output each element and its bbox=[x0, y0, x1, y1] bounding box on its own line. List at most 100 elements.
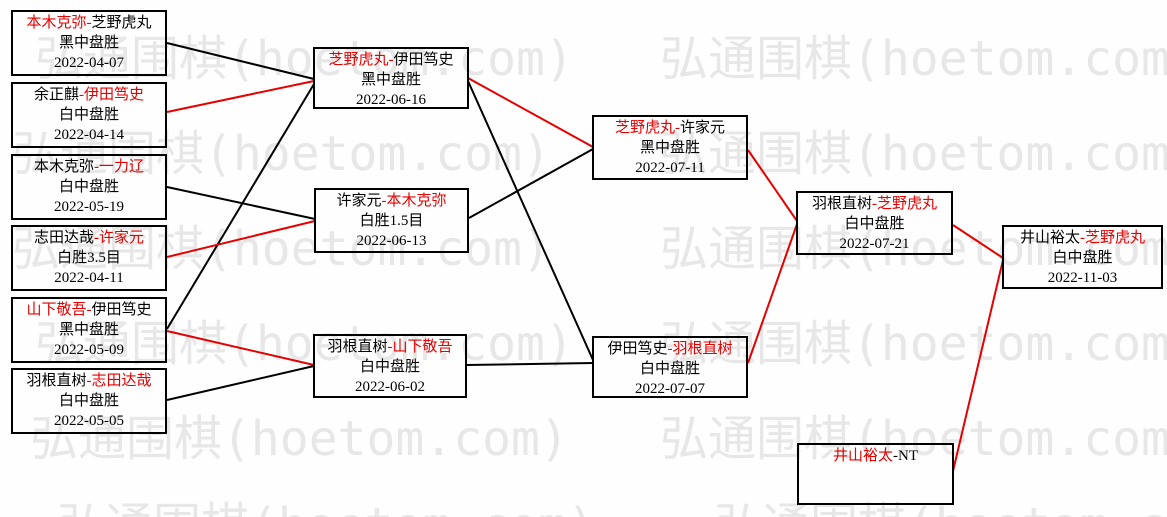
players-separator: - bbox=[388, 52, 394, 68]
match-box: 羽根直树-芝野虎丸 白中盘胜 2022-07-21 bbox=[796, 191, 953, 255]
watermark-text: 弘通围棋(hoetom.com) bbox=[660, 316, 1167, 372]
connector-line bbox=[747, 149, 798, 222]
player2-name: 伊田笃史 bbox=[393, 52, 454, 68]
match-date: 2022-04-11 bbox=[54, 270, 124, 286]
match-result: 黑中盘胜 bbox=[360, 72, 421, 88]
player1-name: 井山裕太 bbox=[1019, 230, 1080, 246]
connector-line bbox=[467, 77, 594, 148]
players-separator: - bbox=[381, 193, 387, 209]
match-date: 2022-07-07 bbox=[635, 381, 705, 397]
connector-line bbox=[466, 362, 594, 366]
player1-name: 羽根直树 bbox=[26, 373, 87, 389]
connector-line bbox=[952, 259, 1004, 472]
player1-name: 伊田笃史 bbox=[607, 341, 668, 357]
player2-name: 芝野虎丸 bbox=[877, 196, 938, 212]
player2-name: 芝野虎丸 bbox=[1085, 230, 1146, 246]
player1-name: 志田达哉 bbox=[33, 230, 94, 246]
match-result: 黑中盘胜 bbox=[58, 35, 119, 51]
match-players: 羽根直树-芝野虎丸 bbox=[798, 194, 951, 214]
match-date: 2022-06-16 bbox=[356, 92, 426, 108]
players-separator: - bbox=[94, 230, 99, 246]
match-players: 羽根直树-志田达哉 bbox=[13, 371, 165, 391]
player2-name: 志田达哉 bbox=[91, 373, 152, 389]
player2-name: NT bbox=[898, 448, 918, 464]
player1-name: 芝野虎丸 bbox=[328, 52, 389, 68]
players-separator: - bbox=[1080, 230, 1085, 246]
match-box: 羽根直树-志田达哉 白中盘胜 2022-05-05 bbox=[11, 368, 167, 434]
player1-name: 山下敬吾 bbox=[26, 302, 87, 318]
match-date: 2022-05-19 bbox=[54, 199, 124, 215]
player2-name: 一力辽 bbox=[99, 159, 145, 175]
connector-line bbox=[952, 224, 1004, 259]
match-result: 白中盘胜 bbox=[58, 179, 119, 195]
match-players: 羽根直树-山下敬吾 bbox=[315, 337, 465, 357]
player1-name: 余正麒 bbox=[33, 87, 79, 103]
connector-line bbox=[166, 83, 315, 330]
player2-name: 伊田笃史 bbox=[91, 302, 152, 318]
player1-name: 羽根直树 bbox=[811, 196, 872, 212]
match-result: 白中盘胜 bbox=[359, 359, 420, 375]
players-separator: - bbox=[667, 341, 673, 357]
player1-name: 芝野虎丸 bbox=[614, 120, 675, 136]
connector-line bbox=[166, 330, 315, 366]
player1-name: 井山裕太 bbox=[832, 448, 893, 464]
match-date: 2022-06-02 bbox=[355, 379, 425, 395]
match-players: 本木克弥-一力辽 bbox=[13, 157, 165, 177]
match-box: 伊田笃史-羽根直树 白中盘胜 2022-07-07 bbox=[592, 336, 748, 398]
watermark-text: 弘通围棋(hoetom.com) bbox=[30, 411, 569, 467]
match-result: 黑中盘胜 bbox=[639, 140, 700, 156]
match-result: 白胜3.5目 bbox=[57, 250, 121, 266]
match-box: 羽根直树-山下敬吾 白中盘胜 2022-06-02 bbox=[313, 334, 467, 398]
player2-name: 本木克弥 bbox=[386, 193, 447, 209]
connector-line bbox=[468, 148, 594, 219]
match-date bbox=[799, 486, 952, 506]
connector-line bbox=[166, 365, 315, 401]
match-players: 伊田笃史-羽根直树 bbox=[594, 339, 746, 359]
connector-line bbox=[166, 80, 315, 113]
player1-name: 本木克弥 bbox=[26, 15, 87, 31]
match-players: 本木克弥-芝野虎丸 bbox=[13, 13, 165, 33]
match-box: 本木克弥-一力辽 白中盘胜 2022-05-19 bbox=[11, 154, 167, 220]
match-date: 2022-07-21 bbox=[839, 236, 910, 252]
match-box: 余正麒-伊田笃史 白中盘胜 2022-04-14 bbox=[11, 82, 167, 148]
match-box: 井山裕太-芝野虎丸 白中盘胜 2022-11-03 bbox=[1002, 225, 1163, 289]
match-result: 白中盘胜 bbox=[58, 393, 119, 409]
connector-line bbox=[467, 80, 594, 361]
match-result: 白中盘胜 bbox=[58, 107, 119, 123]
players-separator: - bbox=[86, 373, 92, 389]
match-players: 井山裕太-NT bbox=[799, 446, 952, 466]
players-separator: - bbox=[86, 302, 92, 318]
players-separator: - bbox=[79, 87, 84, 103]
watermark-text: 弘通围棋(hoetom.com) bbox=[12, 221, 551, 277]
watermark-text: 弘通围棋(hoetom.com) bbox=[57, 500, 596, 517]
match-box: 芝野虎丸-许家元 黑中盘胜 2022-07-11 bbox=[592, 115, 748, 180]
player1-name: 许家元 bbox=[336, 193, 382, 209]
match-players: 芝野虎丸-伊田笃史 bbox=[315, 50, 467, 70]
player2-name: 芝野虎丸 bbox=[91, 15, 152, 31]
match-date: 2022-05-09 bbox=[54, 342, 124, 358]
players-separator: - bbox=[94, 159, 99, 175]
match-players: 志田达哉-许家元 bbox=[13, 228, 165, 248]
watermark-text: 弘通围棋(hoetom.com) bbox=[660, 31, 1167, 87]
players-separator: - bbox=[86, 15, 92, 31]
player2-name: 山下敬吾 bbox=[392, 339, 453, 355]
match-result: 白胜1.5目 bbox=[359, 213, 424, 229]
players-separator: - bbox=[893, 448, 898, 464]
match-players: 山下敬吾-伊田笃史 bbox=[13, 300, 165, 320]
match-box: 志田达哉-许家元 白胜3.5目 2022-04-11 bbox=[11, 225, 167, 291]
match-players: 许家元-本木克弥 bbox=[316, 191, 467, 211]
players-separator: - bbox=[387, 339, 393, 355]
match-players: 井山裕太-芝野虎丸 bbox=[1004, 228, 1161, 248]
watermark-text: 弘通围棋(hoetom.com) bbox=[660, 221, 1167, 277]
player2-name: 许家元 bbox=[99, 230, 145, 246]
match-box: 许家元-本木克弥 白胜1.5目 2022-06-13 bbox=[314, 188, 469, 253]
match-players: 芝野虎丸-许家元 bbox=[594, 118, 746, 138]
match-result bbox=[799, 466, 952, 486]
match-result: 白中盘胜 bbox=[1052, 250, 1113, 266]
match-box: 井山裕太-NT bbox=[797, 443, 954, 505]
match-result: 白中盘胜 bbox=[639, 361, 700, 377]
match-date: 2022-07-11 bbox=[635, 160, 705, 176]
